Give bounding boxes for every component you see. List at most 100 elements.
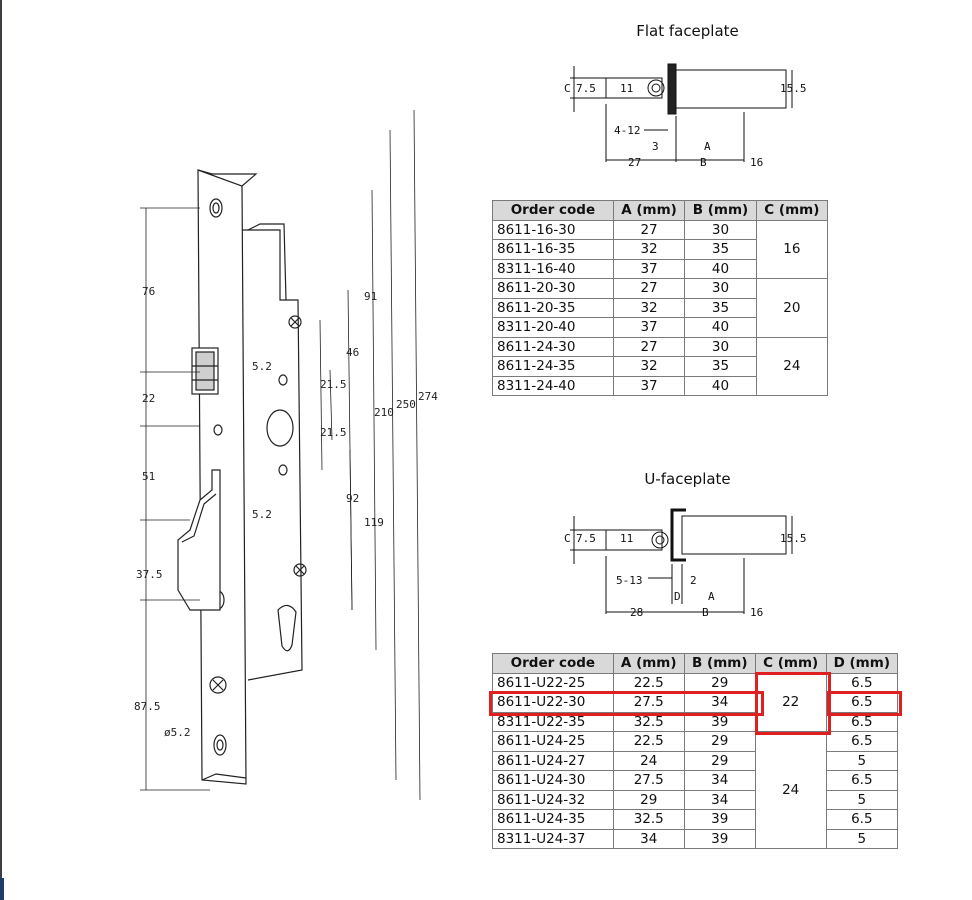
order-code: 8611-U24-32 bbox=[492, 789, 614, 810]
flat-dim-c: C bbox=[564, 82, 571, 95]
flat-faceplate-diagram: C 7.5 11 15.5 4-12 3 A B 27 16 bbox=[560, 56, 820, 176]
table-row: 8611-16-30 27 30 16 bbox=[492, 219, 829, 279]
table-row: 8611-U24-25 22.5 29 24 6.5 bbox=[492, 731, 899, 849]
value-b: 34 bbox=[683, 789, 756, 810]
value-c: 20 bbox=[755, 278, 829, 338]
dim-phi-5-2: ø5.2 bbox=[164, 726, 191, 739]
value-a: 32 bbox=[612, 239, 686, 260]
value-a: 34 bbox=[612, 828, 685, 849]
col-d: D (mm) bbox=[825, 653, 899, 674]
u-faceplate-title: U-faceplate bbox=[644, 470, 731, 488]
dim-5-2-bottom: 5.2 bbox=[252, 508, 272, 521]
value-b: 34 bbox=[683, 770, 756, 791]
flat-faceplate-table: Order code A (mm) B (mm) C (mm) 8611-16-… bbox=[492, 200, 829, 396]
dim-76: 76 bbox=[142, 285, 155, 298]
value-b: 34 bbox=[683, 692, 756, 713]
value-b: 39 bbox=[683, 828, 756, 849]
value-a: 37 bbox=[612, 258, 686, 279]
dim-87-5: 87.5 bbox=[134, 700, 161, 713]
table-row: 8311-16-40 37 40 bbox=[492, 258, 828, 279]
order-code: 8311-U24-37 bbox=[492, 828, 614, 849]
col-b: B (mm) bbox=[684, 200, 757, 221]
table-row: 8311-24-40 37 40 bbox=[492, 375, 828, 396]
table-row: 8611-U24-27 24 29 5 bbox=[492, 750, 899, 771]
left-frame-corner bbox=[0, 878, 4, 900]
value-a: 22.5 bbox=[612, 731, 685, 752]
dim-37-5: 37.5 bbox=[136, 568, 163, 581]
col-b: B (mm) bbox=[683, 653, 756, 674]
flat-dim-4-12: 4-12 bbox=[614, 124, 641, 137]
flat-dim-b: B bbox=[700, 156, 707, 169]
table-header-row: Order code A (mm) B (mm) C (mm) bbox=[492, 200, 829, 221]
flat-dim-16: 16 bbox=[750, 156, 763, 169]
dim-22: 22 bbox=[142, 392, 155, 405]
table-header-row: Order code A (mm) B (mm) C (mm) D (mm) bbox=[492, 653, 899, 674]
table-row: 8611-U22-30 27.5 34 6.5 bbox=[492, 692, 899, 713]
value-a: 27 bbox=[612, 219, 686, 240]
order-code: 8611-24-35 bbox=[492, 356, 614, 377]
dim-119: 119 bbox=[364, 516, 384, 529]
flat-faceplate-title: Flat faceplate bbox=[636, 22, 739, 40]
value-a: 24 bbox=[612, 750, 685, 771]
u-dim-a: A bbox=[708, 590, 715, 603]
col-a: A (mm) bbox=[612, 200, 686, 221]
value-b: 29 bbox=[683, 750, 756, 771]
order-code: 8611-U24-30 bbox=[492, 770, 614, 791]
dim-21-5-a: 21.5 bbox=[320, 378, 347, 391]
u-faceplate-diagram: C 7.5 11 15.5 5-13 2 D A B 28 16 bbox=[560, 504, 820, 624]
u-dim-28: 28 bbox=[630, 606, 643, 619]
value-d: 6.5 bbox=[825, 731, 899, 752]
value-b: 40 bbox=[684, 258, 757, 279]
order-code: 8311-U22-35 bbox=[492, 711, 614, 732]
col-c: C (mm) bbox=[754, 653, 827, 674]
value-c: 22 bbox=[754, 672, 827, 732]
table-row: 8611-U24-35 32.5 39 6.5 bbox=[492, 809, 899, 830]
table-row: 8611-16-35 32 35 bbox=[492, 239, 828, 260]
value-a: 27 bbox=[612, 336, 686, 357]
value-a: 27.5 bbox=[612, 770, 685, 791]
col-order-code: Order code bbox=[492, 653, 614, 674]
u-dim-15-5: 15.5 bbox=[780, 532, 807, 545]
col-order-code: Order code bbox=[492, 200, 614, 221]
table-row: 8611-U22-25 22.5 29 22 6.5 bbox=[492, 672, 899, 732]
value-a: 32 bbox=[612, 356, 686, 377]
table-row: 8611-U24-32 29 34 5 bbox=[492, 789, 899, 810]
dim-274: 274 bbox=[418, 390, 438, 403]
dim-46: 46 bbox=[346, 346, 359, 359]
dim-5-2-top: 5.2 bbox=[252, 360, 272, 373]
value-c: 16 bbox=[755, 219, 829, 279]
value-d: 5 bbox=[825, 828, 899, 849]
table-row: 8611-20-30 27 30 20 bbox=[492, 278, 829, 338]
value-a: 32.5 bbox=[612, 809, 685, 830]
lock-drawing-svg: 76 22 51 37.5 87.5 ø5.2 5.2 5.2 46 21.5 … bbox=[134, 109, 438, 801]
flat-dim-15-5: 15.5 bbox=[780, 82, 807, 95]
table-row: 8611-20-35 32 35 bbox=[492, 297, 828, 318]
u-dim-2: 2 bbox=[690, 574, 697, 587]
u-dim-c: C bbox=[564, 532, 571, 545]
lock-drawing: 76 22 51 37.5 87.5 ø5.2 5.2 5.2 46 21.5 … bbox=[120, 90, 460, 810]
order-code: 8311-24-40 bbox=[492, 375, 614, 396]
value-b: 35 bbox=[684, 239, 757, 260]
order-code: 8611-U22-30 bbox=[492, 692, 614, 713]
value-b: 35 bbox=[684, 297, 757, 318]
order-code: 8611-U22-25 bbox=[492, 672, 614, 693]
order-code: 8311-20-40 bbox=[492, 317, 614, 338]
order-code: 8611-U24-27 bbox=[492, 750, 614, 771]
table-row: 8311-20-40 37 40 bbox=[492, 317, 828, 338]
value-c: 24 bbox=[755, 336, 829, 396]
u-dim-c-val: 7.5 bbox=[576, 532, 596, 545]
value-b: 30 bbox=[684, 278, 757, 299]
table-row: 8611-U24-30 27.5 34 6.5 bbox=[492, 770, 899, 791]
u-dim-11: 11 bbox=[620, 532, 633, 545]
value-a: 32 bbox=[612, 297, 686, 318]
value-b: 29 bbox=[683, 731, 756, 752]
dim-51: 51 bbox=[142, 470, 155, 483]
order-code: 8311-16-40 bbox=[492, 258, 614, 279]
dim-92: 92 bbox=[346, 492, 359, 505]
u-faceplate-table: Order code A (mm) B (mm) C (mm) D (mm) 8… bbox=[492, 653, 899, 849]
value-a: 27 bbox=[612, 278, 686, 299]
flat-dim-c-val: 7.5 bbox=[576, 82, 596, 95]
dim-250: 250 bbox=[396, 398, 416, 411]
value-d: 6.5 bbox=[825, 672, 899, 693]
col-c: C (mm) bbox=[755, 200, 829, 221]
